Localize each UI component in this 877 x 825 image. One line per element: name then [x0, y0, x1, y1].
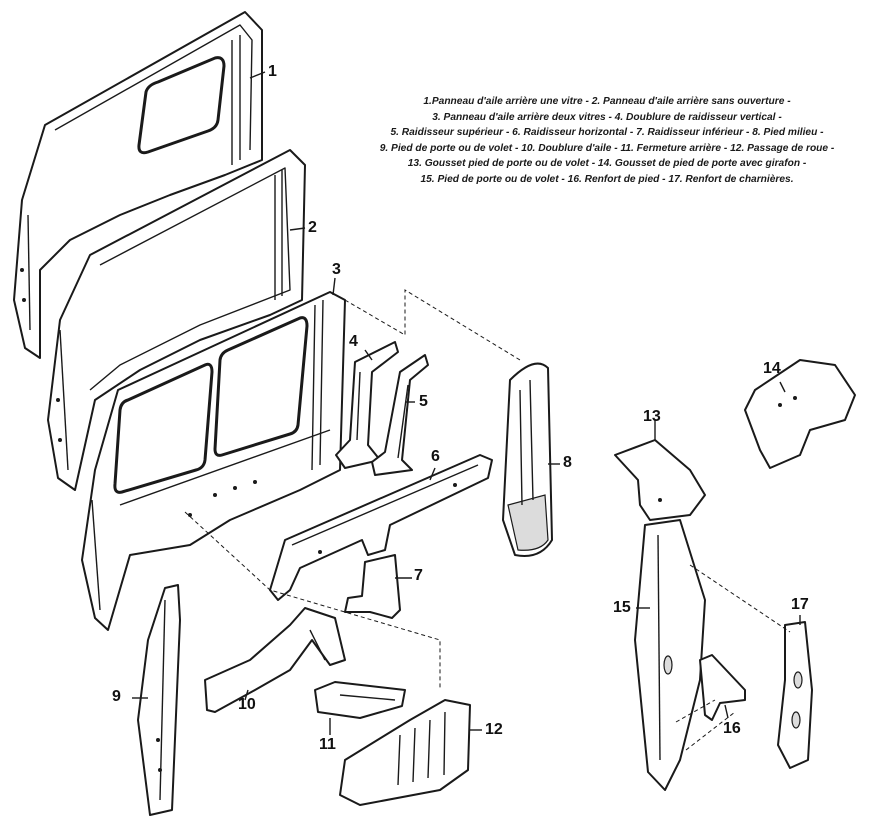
part-12-wheel-arch [339, 699, 471, 806]
callout-13: 13 [643, 408, 661, 425]
assembly-guide-lines [184, 289, 791, 751]
part-16-pillar-reinforcement [699, 654, 746, 721]
callout-6: 6 [431, 448, 440, 465]
part-2-blind-panel [47, 149, 306, 491]
legend-line: 13. Gousset pied de porte ou de volet - … [407, 158, 807, 170]
part-1-one-window-panel [13, 11, 263, 359]
part-3-two-window-panel [81, 291, 346, 631]
part-7-lower-stiffener [344, 554, 401, 619]
legend-line: 15. Pied de porte ou de volet - 16. Renf… [420, 173, 794, 185]
part-8-middle-pillar [502, 362, 553, 557]
callout-7: 7 [414, 567, 423, 584]
legend-line: 1.Panneau d'aile arrière une vitre - 2. … [423, 96, 791, 107]
callout-10: 10 [238, 696, 256, 713]
callout-leaders [132, 71, 801, 735]
legend-line: 3. Panneau d'aile arrière deux vitres - … [432, 111, 782, 123]
callout-9: 9 [112, 688, 121, 705]
legend-line: 5. Raidisseur supérieur - 6. Raidisseur … [390, 127, 824, 139]
callout-5: 5 [419, 393, 428, 410]
callout-3: 3 [332, 261, 341, 278]
part-14-gusset-with-girafon [744, 359, 856, 469]
part-13-door-pillar-gusset [614, 439, 706, 521]
callout-1: 1 [268, 63, 277, 80]
part-6-horizontal-stiffener [269, 454, 493, 601]
part-9-door-pillar [137, 584, 181, 816]
part-11-rear-closure [314, 681, 406, 719]
callout-4: 4 [349, 333, 358, 350]
callout-12: 12 [485, 721, 503, 738]
part-15-door-pillar [634, 519, 706, 791]
legend-line: 9. Pied de porte ou de volet - 10. Doubl… [379, 142, 835, 154]
callout-11: 11 [319, 736, 336, 753]
part-4-vertical-stiffener-lining [335, 341, 399, 469]
part-10-wing-lining [204, 607, 346, 713]
callout-8: 8 [563, 454, 572, 471]
part-17-hinge-reinforcement [777, 621, 813, 769]
callout-17: 17 [791, 596, 809, 613]
parts-legend: 1.Panneau d'aile arrière une vitre - 2. … [372, 94, 842, 188]
part-5-upper-stiffener [371, 354, 429, 476]
callout-2: 2 [308, 219, 317, 236]
callout-16: 16 [723, 720, 741, 737]
callout-14: 14 [763, 360, 781, 377]
callout-15: 15 [613, 599, 631, 616]
